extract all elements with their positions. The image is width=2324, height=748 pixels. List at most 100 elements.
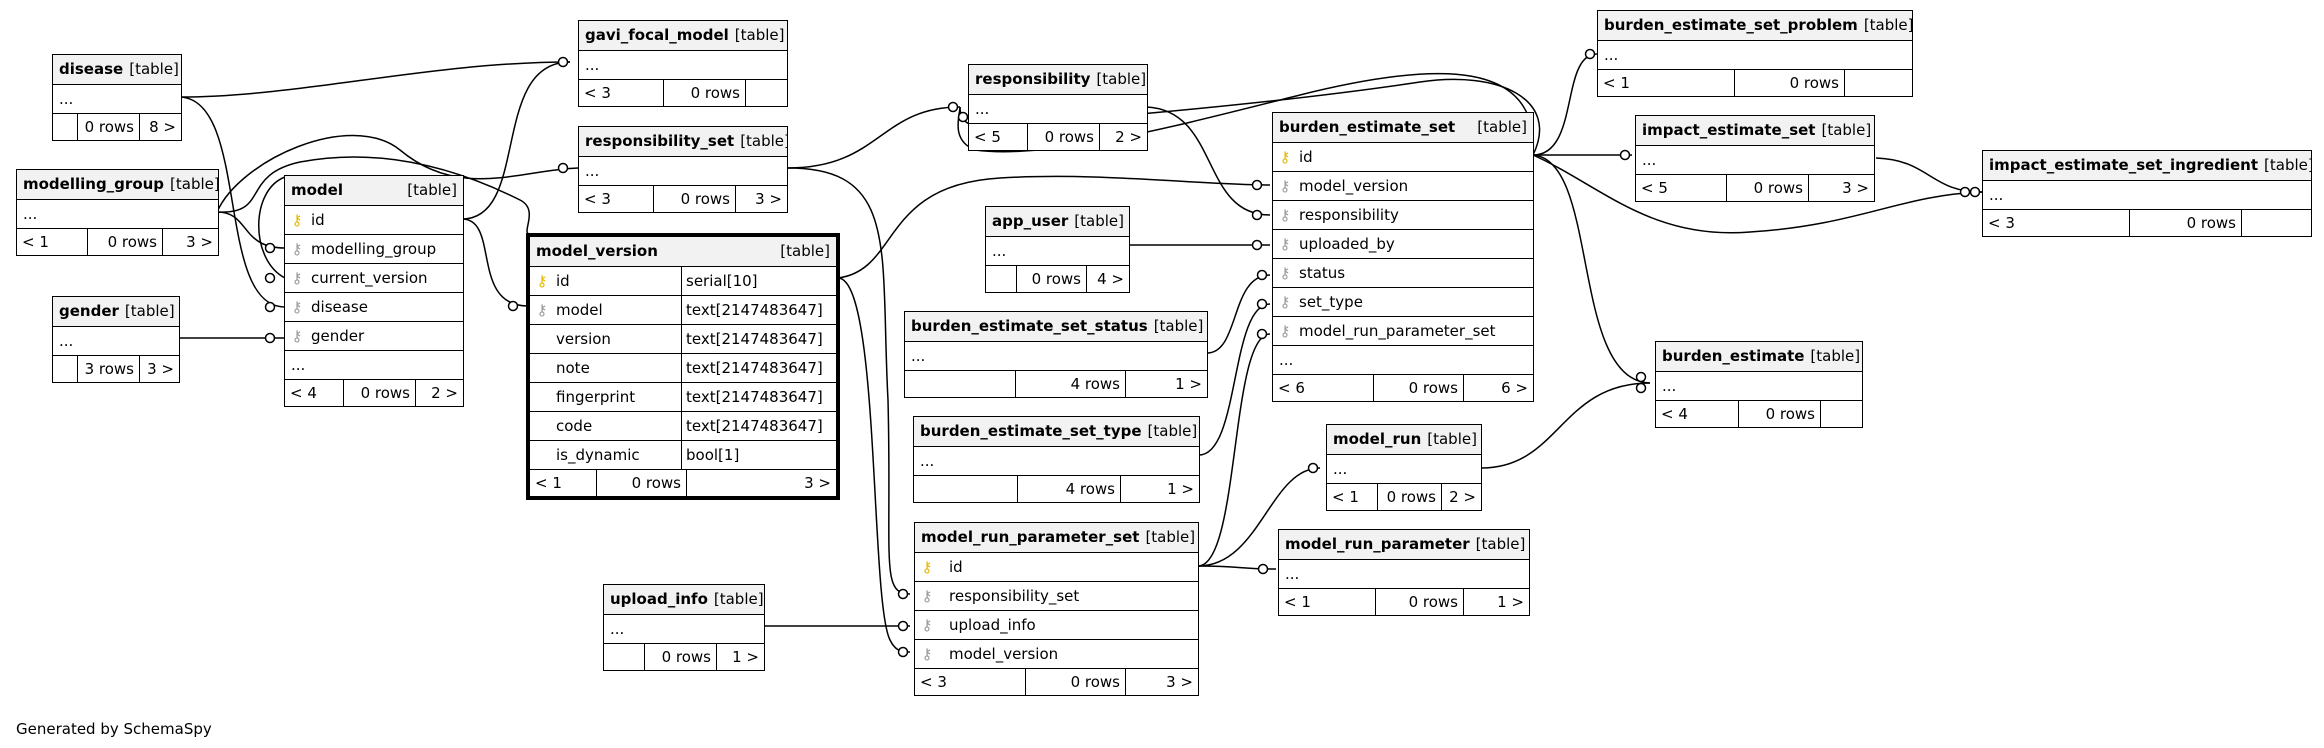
column-row: ⚷id	[1273, 143, 1533, 172]
foreign-key-icon: ⚷	[536, 301, 548, 319]
column-row: ⚷responsibility_set	[915, 582, 1198, 611]
table-header: app_user[table]	[986, 207, 1129, 237]
table-header: model_run[table]	[1327, 425, 1481, 455]
table-header: model[table]	[285, 176, 463, 206]
table-model-run-parameter-set[interactable]: model_run_parameter_set[table] ⚷id ⚷resp…	[914, 522, 1199, 696]
edge-mrps-bes	[1197, 333, 1271, 567]
table-header: responsibility[table]	[969, 65, 1147, 95]
edge-bes-problem	[1532, 53, 1598, 156]
key-icon: ⚷	[1279, 148, 1291, 166]
foreign-key-icon: ⚷	[1279, 206, 1291, 224]
foreign-key-icon: ⚷	[291, 298, 303, 316]
edge-mrps-param	[1197, 565, 1277, 570]
foreign-key-icon: ⚷	[291, 269, 303, 287]
foreign-key-icon: ⚷	[1279, 235, 1291, 253]
table-burden-estimate-set[interactable]: burden_estimate_set[table] ⚷id ⚷model_ve…	[1272, 112, 1534, 402]
foreign-key-icon: ⚷	[921, 587, 933, 605]
table-model[interactable]: model[table] ⚷id ⚷modelling_group ⚷curre…	[284, 175, 464, 407]
foreign-key-icon: ⚷	[1279, 264, 1291, 282]
table-impact-estimate-set-ingredient[interactable]: impact_estimate_set_ingredient[table] ..…	[1982, 150, 2312, 237]
column-row: ⚷set_type	[1273, 288, 1533, 317]
table-header: modelling_group[table]	[17, 170, 218, 200]
foreign-key-icon: ⚷	[291, 240, 303, 258]
column-row: ⚷gender	[285, 322, 463, 351]
column-row: ⚷modelling_group	[285, 235, 463, 264]
key-icon: ⚷	[536, 272, 548, 290]
column-row: ⚷model_version	[1273, 172, 1533, 201]
edge-model-mv	[461, 218, 529, 307]
edge-respset-resp	[787, 106, 961, 169]
column-row: ⚷id	[285, 206, 463, 235]
column-row: ⚷id	[915, 553, 1198, 582]
edge-type-bes	[1198, 303, 1271, 456]
foreign-key-icon: ⚷	[1279, 293, 1291, 311]
table-header: responsibility_set[table]	[579, 127, 787, 157]
table-header: disease[table]	[53, 55, 181, 85]
table-header: model_version[table]	[530, 237, 836, 267]
edge-status-bes	[1206, 274, 1271, 354]
column-row: ⚷uploaded_by	[1273, 230, 1533, 259]
table-burden-estimate-set-status[interactable]: burden_estimate_set_status[table] ... 4 …	[904, 311, 1208, 398]
key-icon: ⚷	[291, 211, 303, 229]
edge-resp-bes	[1145, 106, 1271, 216]
table-header: impact_estimate_set[table]	[1636, 116, 1874, 146]
column-row: ⚷responsibility	[1273, 201, 1533, 230]
table-header: burden_estimate_set_problem[table]	[1598, 11, 1912, 41]
column-row: ⚷current_version	[285, 264, 463, 293]
foreign-key-icon: ⚷	[1279, 177, 1291, 195]
edge-model-gavi	[461, 61, 571, 220]
edge-mv-mrps	[837, 277, 911, 653]
table-burden-estimate-set-problem[interactable]: burden_estimate_set_problem[table] ... <…	[1597, 10, 1913, 97]
table-header: model_run_parameter[table]	[1279, 530, 1529, 560]
table-header: gender[table]	[53, 297, 179, 327]
generated-by-label: Generated by SchemaSpy	[16, 720, 212, 738]
column-row: ⚷model_version	[915, 640, 1198, 669]
foreign-key-icon: ⚷	[1279, 322, 1291, 340]
table-header: upload_info[table]	[604, 585, 764, 615]
column-row: ⚷upload_info	[915, 611, 1198, 640]
column-row: ⚷model_run_parameter_set	[1273, 317, 1533, 346]
table-header: impact_estimate_set_ingredient[table]	[1983, 151, 2311, 181]
table-header: gavi_focal_model[table]	[579, 21, 787, 51]
edge-disease-gavi	[179, 61, 571, 98]
foreign-key-icon: ⚷	[921, 645, 933, 663]
edge-mg-model-mg	[216, 211, 286, 249]
table-header: model_run_parameter_set[table]	[915, 523, 1198, 553]
table-burden-estimate-set-type[interactable]: burden_estimate_set_type[table] ... 4 ro…	[913, 416, 1200, 503]
foreign-key-icon: ⚷	[291, 327, 303, 345]
